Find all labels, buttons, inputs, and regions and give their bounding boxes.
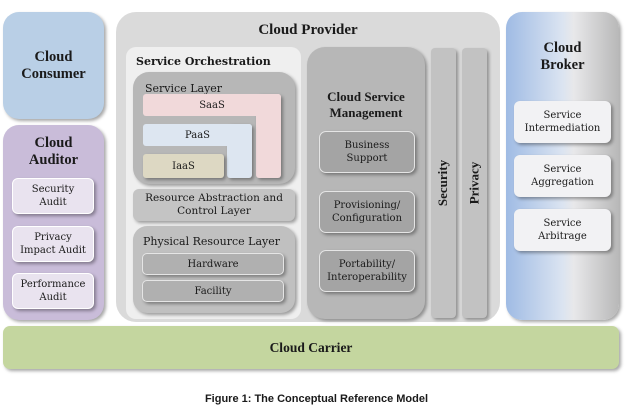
- service-aggregation-line1: Service: [543, 164, 582, 175]
- security-label: Security: [435, 159, 451, 207]
- physical-resource-layer-box: Physical Resource Layer Hardware Facilit…: [133, 226, 295, 313]
- cloud-broker-title-line2: Broker: [540, 57, 585, 73]
- hardware-label: Hardware: [187, 258, 239, 270]
- security-bar: Security: [431, 48, 456, 318]
- hardware-box: Hardware: [142, 253, 284, 275]
- cloud-provider-title: Cloud Provider: [258, 22, 358, 38]
- cloud-auditor-box: Cloud Auditor Security Audit Privacy Imp…: [3, 125, 104, 320]
- facility-box: Facility: [142, 280, 284, 302]
- privacy-bar: Privacy: [462, 48, 487, 318]
- provisioning-line1: Provisioning/: [333, 200, 401, 211]
- service-arbitrage-line2: Arbitrage: [538, 231, 587, 242]
- iaas-box: IaaS: [143, 154, 224, 178]
- cloud-broker-title: Cloud Broker: [506, 40, 619, 74]
- cloud-service-management-title: Cloud Service Management: [307, 89, 425, 121]
- performance-audit-line1: Performance: [20, 279, 86, 290]
- privacy-label: Privacy: [466, 161, 482, 205]
- paas-label: PaaS: [184, 129, 211, 141]
- performance-audit-box: Performance Audit: [12, 273, 94, 309]
- privacy-impact-audit-line2: Impact Audit: [20, 245, 86, 256]
- cloud-carrier-title: Cloud Carrier: [269, 339, 353, 355]
- privacy-impact-audit-box: Privacy Impact Audit: [12, 226, 94, 262]
- figure-caption: Figure 1: The Conceptual Reference Model: [204, 393, 429, 405]
- saas-box: SaaS: [143, 94, 281, 116]
- business-support-line1: Business: [344, 140, 390, 151]
- business-support-line2: Support: [346, 153, 388, 164]
- cloud-consumer-title-line1: Cloud: [34, 48, 73, 65]
- service-aggregation-box: Service Aggregation: [514, 155, 611, 197]
- service-intermediation-line2: Intermediation: [524, 123, 601, 134]
- portability-line2: Interoperability: [327, 272, 407, 283]
- security-audit-box: Security Audit: [12, 178, 94, 214]
- resource-abstraction-control-layer-box: Resource Abstraction and Control Layer: [133, 189, 295, 221]
- portability-line1: Portability/: [338, 259, 396, 270]
- privacy-impact-audit-line1: Privacy: [34, 232, 72, 243]
- service-arbitrage-box: Service Arbitrage: [514, 209, 611, 251]
- security-audit-line2: Audit: [39, 197, 67, 208]
- service-orchestration-title: Service Orchestration: [136, 55, 271, 68]
- physical-resource-layer-title: Physical Resource Layer: [143, 235, 281, 248]
- business-support-box: Business Support: [319, 131, 415, 173]
- facility-label: Facility: [194, 285, 232, 297]
- service-layer-box: Service Layer SaaS PaaS IaaS: [133, 72, 295, 184]
- resource-abstraction-line1: Resource Abstraction and: [145, 192, 283, 204]
- cloud-consumer-title-line2: Consumer: [21, 65, 86, 82]
- service-intermediation-box: Service Intermediation: [514, 101, 611, 143]
- service-aggregation-line2: Aggregation: [531, 177, 594, 188]
- cloud-provider-box: Cloud Provider Service Orchestration Ser…: [116, 12, 500, 322]
- portability-interoperability-box: Portability/ Interoperability: [319, 250, 415, 292]
- service-intermediation-line1: Service: [543, 110, 582, 121]
- service-orchestration-box: Service Orchestration Service Layer SaaS…: [126, 47, 301, 319]
- cloud-service-management-box: Cloud Service Management Business Suppor…: [307, 47, 425, 319]
- security-audit-line1: Security: [31, 184, 75, 195]
- cloud-consumer-box: Cloud Consumer: [3, 12, 104, 119]
- iaas-label: IaaS: [172, 160, 195, 172]
- paas-box: PaaS: [143, 124, 252, 146]
- provisioning-configuration-box: Provisioning/ Configuration: [319, 191, 415, 233]
- cloud-auditor-title: Cloud Auditor: [3, 135, 104, 169]
- csm-title-line2: Management: [329, 105, 403, 120]
- service-arbitrage-line1: Service: [543, 218, 582, 229]
- cloud-broker-box: Cloud Broker Service Intermediation Serv…: [506, 12, 619, 320]
- saas-label: SaaS: [199, 99, 225, 111]
- cloud-broker-title-line1: Cloud: [543, 40, 582, 56]
- performance-audit-line2: Audit: [39, 292, 67, 303]
- cloud-carrier-box: Cloud Carrier: [3, 326, 619, 369]
- service-layer-title: Service Layer: [145, 82, 223, 95]
- cloud-auditor-title-line1: Cloud: [34, 135, 73, 151]
- provisioning-line2: Configuration: [331, 213, 403, 224]
- resource-abstraction-line2: Control Layer: [177, 205, 251, 217]
- cloud-auditor-title-line2: Auditor: [28, 152, 79, 168]
- csm-title-line1: Cloud Service: [327, 89, 405, 104]
